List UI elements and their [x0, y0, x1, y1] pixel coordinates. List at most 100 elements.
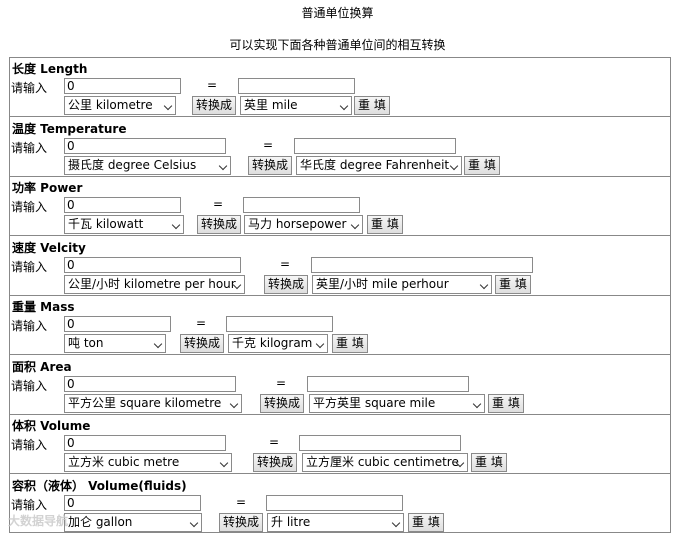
- equals-sign: =: [196, 316, 207, 330]
- equals-sign: =: [236, 495, 247, 509]
- section-title-volume-fluids: 容积（液体） Volume(fluids): [12, 479, 187, 493]
- reset-button-mass[interactable]: 重 填: [332, 334, 368, 353]
- reset-button-volume[interactable]: 重 填: [471, 453, 507, 472]
- result-output-volume[interactable]: [299, 435, 461, 451]
- from-unit-select-area[interactable]: 平方公里 square kilometre: [64, 394, 242, 413]
- to-unit-select-mass[interactable]: 千克 kilogram: [228, 334, 328, 353]
- chevron-down-icon: [391, 518, 401, 528]
- reset-button-area[interactable]: 重 填: [488, 394, 524, 413]
- result-output-area[interactable]: [307, 376, 469, 392]
- chevron-down-icon: [479, 280, 489, 290]
- result-output-velocity[interactable]: [311, 257, 533, 273]
- result-output-length[interactable]: [238, 78, 355, 94]
- from-unit-value: 摄氏度 degree Celsius: [68, 158, 197, 172]
- chevron-down-icon: [163, 101, 173, 111]
- convert-button-mass[interactable]: 转换成: [180, 334, 225, 353]
- reset-button-volume-fluids[interactable]: 重 填: [408, 513, 444, 532]
- convert-button-area[interactable]: 转换成: [260, 394, 305, 413]
- chevron-down-icon: [315, 339, 325, 349]
- reset-button-power[interactable]: 重 填: [367, 215, 403, 234]
- to-unit-select-temperature[interactable]: 华氏度 degree Fahrenheit: [296, 156, 462, 175]
- result-output-temperature[interactable]: [294, 138, 456, 154]
- from-unit-select-temperature[interactable]: 摄氏度 degree Celsius: [64, 156, 231, 175]
- convert-button-temperature[interactable]: 转换成: [248, 156, 293, 175]
- to-unit-value: 升 litre: [271, 515, 311, 529]
- value-input-power[interactable]: [64, 197, 181, 213]
- reset-button-temperature[interactable]: 重 填: [464, 156, 500, 175]
- input-prompt-label: 请输入: [11, 379, 48, 393]
- from-unit-select-velocity[interactable]: 公里/小时 kilometre per hour: [64, 275, 245, 294]
- from-unit-value: 公里 kilometre: [68, 98, 153, 112]
- input-prompt-label: 请输入: [11, 141, 48, 155]
- convert-button-volume-fluids[interactable]: 转换成: [219, 513, 264, 532]
- to-unit-select-area[interactable]: 平方英里 square mile: [309, 394, 485, 413]
- value-input-area[interactable]: [64, 376, 236, 392]
- from-unit-select-volume-fluids[interactable]: 加仑 gallon: [64, 513, 202, 532]
- convert-button-power[interactable]: 转换成: [197, 215, 242, 234]
- from-unit-value: 立方米 cubic metre: [68, 455, 180, 469]
- to-unit-value: 马力 horsepower: [248, 217, 347, 231]
- chevron-down-icon: [229, 399, 239, 409]
- equals-sign: =: [263, 138, 274, 152]
- value-input-volume[interactable]: [64, 435, 226, 451]
- reset-button-velocity[interactable]: 重 填: [495, 275, 531, 294]
- input-prompt-label: 请输入: [11, 498, 48, 512]
- input-prompt-label: 请输入: [11, 260, 48, 274]
- to-unit-value: 平方英里 square mile: [313, 396, 436, 410]
- section-title-temperature: 温度 Temperature: [12, 122, 127, 136]
- result-output-volume-fluids[interactable]: [266, 495, 403, 511]
- reset-button-length[interactable]: 重 填: [354, 96, 390, 115]
- value-input-length[interactable]: [64, 78, 181, 94]
- value-input-temperature[interactable]: [64, 138, 226, 154]
- equals-sign: =: [269, 435, 280, 449]
- from-unit-select-power[interactable]: 千瓦 kilowatt: [64, 215, 184, 234]
- section-title-length: 长度 Length: [12, 62, 88, 76]
- page-title: 普通单位换算: [301, 6, 374, 20]
- chevron-down-icon: [339, 101, 349, 111]
- input-prompt-label: 请输入: [11, 438, 48, 452]
- section-title-volume: 体积 Volume: [12, 419, 91, 433]
- result-output-mass[interactable]: [226, 316, 333, 332]
- section-title-power: 功率 Power: [12, 181, 83, 195]
- to-unit-value: 立方厘米 cubic centimetre: [306, 455, 459, 469]
- chevron-down-icon: [350, 220, 360, 230]
- value-input-mass[interactable]: [64, 316, 171, 332]
- convert-button-length[interactable]: 转换成: [192, 96, 237, 115]
- equals-sign: =: [280, 257, 291, 271]
- to-unit-select-length[interactable]: 英里 mile: [240, 96, 352, 115]
- chevron-down-icon: [171, 220, 181, 230]
- from-unit-value: 千瓦 kilowatt: [68, 217, 144, 231]
- from-unit-value: 加仑 gallon: [68, 515, 133, 529]
- result-output-power[interactable]: [243, 197, 360, 213]
- convert-button-velocity[interactable]: 转换成: [264, 275, 309, 294]
- converter-row-temperature: 温度 Temperature 请输入 = 摄氏度 degree Celsius 转换成华…: [10, 118, 670, 177]
- chevron-down-icon: [472, 399, 482, 409]
- from-unit-select-mass[interactable]: 吨 ton: [64, 334, 166, 353]
- from-unit-select-volume[interactable]: 立方米 cubic metre: [64, 453, 232, 472]
- section-title-area: 面积 Area: [12, 360, 72, 374]
- value-input-volume-fluids[interactable]: [64, 495, 201, 511]
- value-input-velocity[interactable]: [64, 257, 241, 273]
- to-unit-select-velocity[interactable]: 英里/小时 mile perhour: [312, 275, 492, 294]
- chevron-down-icon: [153, 339, 163, 349]
- to-unit-value: 千克 kilogram: [232, 336, 313, 350]
- equals-sign: =: [276, 376, 287, 390]
- to-unit-select-volume-fluids[interactable]: 升 litre: [267, 513, 404, 532]
- to-unit-value: 英里/小时 mile perhour: [316, 277, 449, 291]
- chevron-down-icon: [219, 458, 229, 468]
- section-title-velocity: 速度 Velcity: [12, 241, 86, 255]
- converter-row-area: 面积 Area 请输入 = 平方公里 square kilometre 转换成平方英里 …: [10, 356, 670, 415]
- convert-button-volume[interactable]: 转换成: [253, 453, 298, 472]
- page-subtitle: 可以实现下面各种普通单位间的相互转换: [229, 38, 446, 52]
- section-title-mass: 重量 Mass: [12, 300, 75, 314]
- from-unit-value: 公里/小时 kilometre per hour: [68, 277, 236, 291]
- from-unit-select-length[interactable]: 公里 kilometre: [64, 96, 176, 115]
- to-unit-select-power[interactable]: 马力 horsepower: [244, 215, 363, 234]
- input-prompt-label: 请输入: [11, 319, 48, 333]
- to-unit-select-volume[interactable]: 立方厘米 cubic centimetre: [302, 453, 468, 472]
